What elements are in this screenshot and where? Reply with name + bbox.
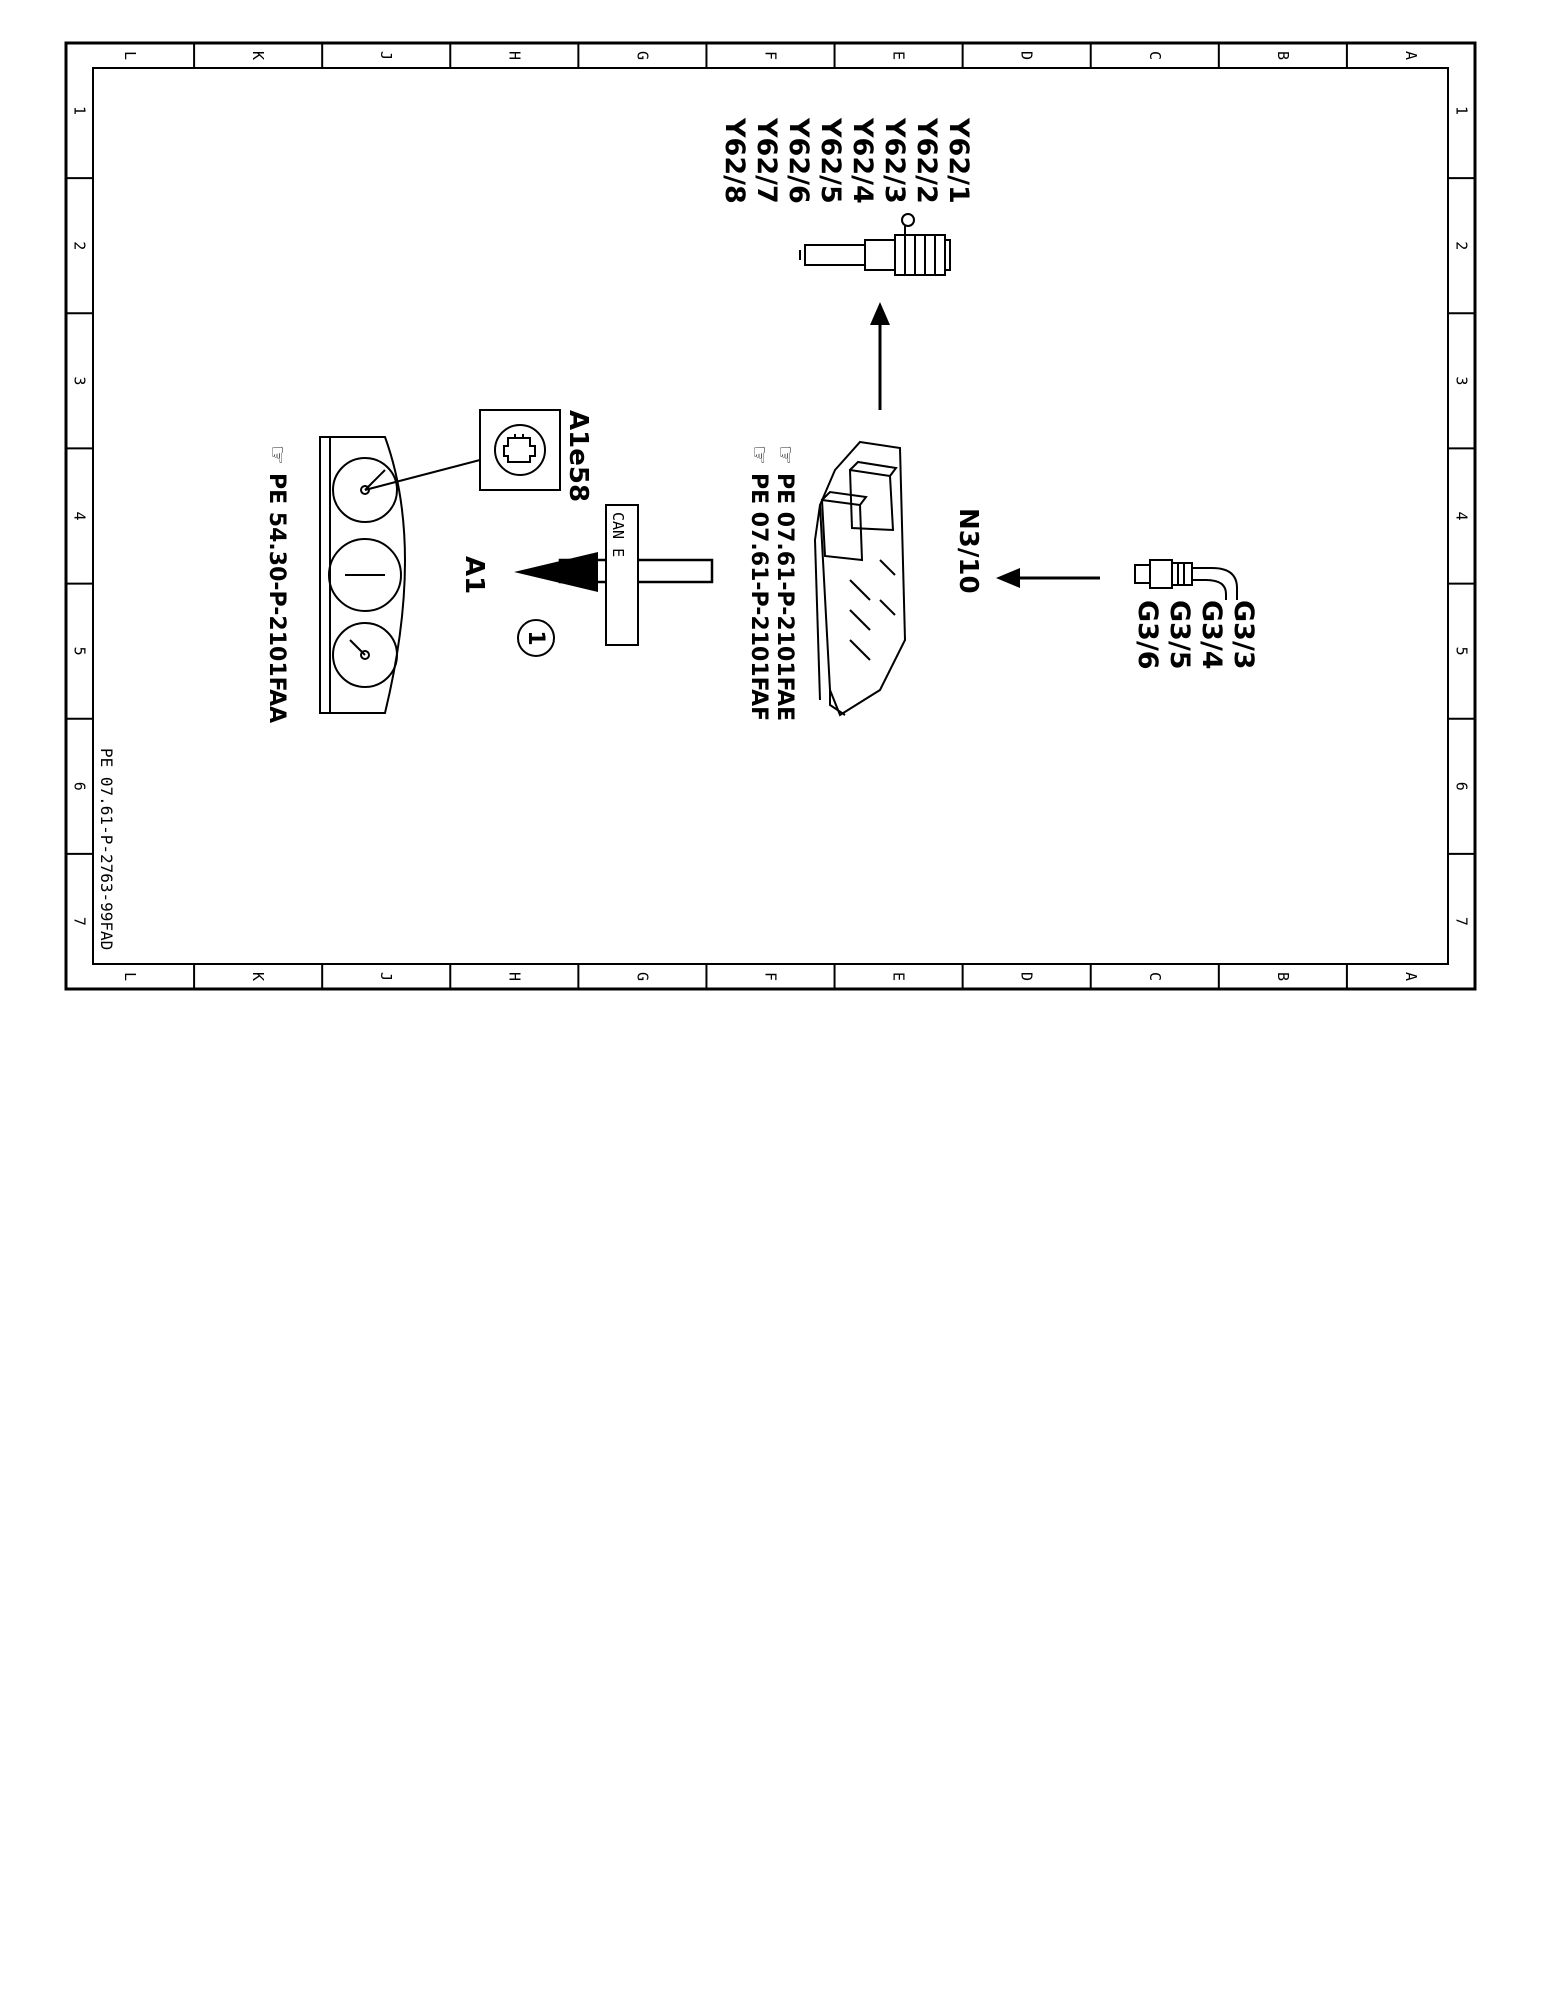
oxygen-sensor-label: G3/5: [1164, 600, 1195, 670]
row-label: 5: [71, 647, 89, 656]
row-label: 5: [1453, 647, 1471, 656]
row-label: 6: [71, 782, 89, 791]
can-bus-label: CAN E: [609, 512, 627, 557]
ecu-reference-1-text: PE 07.61-P-2101FAE: [772, 473, 797, 721]
ecu-reference-2-text: PE 07.61-P-2101FAF: [746, 473, 771, 721]
grid-ticks: [66, 43, 1475, 989]
injector-label: Y62/5: [815, 117, 846, 204]
ecu-reference-2: ☞ PE 07.61-P-2101FAF: [746, 445, 771, 721]
oxygen-sensor-label: G3/6: [1132, 600, 1163, 670]
cluster-reference: ☞ PE 54.30-P-2101FAA: [264, 445, 289, 723]
column-label: D: [1018, 972, 1036, 981]
hand-pointer-icon: ☞: [746, 445, 771, 465]
row-label: 3: [1453, 376, 1471, 385]
hand-pointer-icon: ☞: [772, 445, 797, 465]
column-label: E: [890, 972, 908, 981]
can-bus-label-box: CAN E: [605, 504, 639, 646]
column-label: J: [377, 972, 395, 981]
column-label: D: [1018, 51, 1036, 60]
cluster-label: A1: [459, 556, 489, 594]
column-label: E: [890, 51, 908, 60]
column-label: H: [505, 51, 523, 60]
column-label: J: [377, 51, 395, 60]
warning-lamp-label: A1e58: [563, 410, 593, 502]
arrow-to-ecu: [996, 568, 1100, 588]
arrow-to-injector: [870, 302, 890, 410]
row-label: 4: [1453, 511, 1471, 520]
row-label: 2: [1453, 241, 1471, 250]
ecu-icon: [813, 440, 907, 717]
ecu-reference-1: ☞ PE 07.61-P-2101FAE: [772, 445, 797, 721]
column-label: B: [1274, 972, 1292, 981]
row-label: 2: [71, 241, 89, 250]
column-label: H: [505, 972, 523, 981]
oxygen-sensor-label: G3/3: [1228, 600, 1259, 670]
column-label: L: [121, 972, 139, 981]
column-label: F: [762, 51, 780, 60]
column-label: K: [249, 972, 267, 981]
column-label: B: [1274, 51, 1292, 60]
instrument-cluster-icon: [319, 436, 406, 714]
row-label: 1: [71, 106, 89, 115]
bus-marker: 1: [517, 619, 555, 657]
column-label: A: [1402, 972, 1420, 981]
cluster-reference-text: PE 54.30-P-2101FAA: [264, 473, 289, 723]
document-number: PE 07.61-P-2763-99FAD: [97, 748, 116, 950]
column-label: A: [1402, 51, 1420, 60]
warning-lamp-box: [364, 409, 561, 491]
ecu-label: N3/10: [953, 508, 983, 594]
injector-label: Y62/6: [783, 117, 814, 204]
outer-frame: [64, 41, 1477, 991]
injector-label: Y62/4: [847, 117, 878, 204]
column-label: C: [1146, 51, 1164, 60]
oxygen-sensor-labels: G3/3 G3/4 G3/5 G3/6: [1132, 600, 1259, 670]
row-label: 4: [71, 511, 89, 520]
injector-icon: [799, 213, 951, 276]
injector-label: Y62/3: [879, 117, 910, 204]
oxygen-sensor-label: G3/4: [1196, 600, 1227, 670]
injector-label: Y62/1: [943, 117, 974, 204]
row-label: 3: [71, 376, 89, 385]
oxygen-sensor-icon: [1134, 559, 1238, 600]
injector-label: Y62/7: [751, 117, 782, 204]
column-label: F: [762, 972, 780, 981]
row-label: 7: [71, 917, 89, 926]
check-engine-icon: [503, 434, 536, 463]
row-label: 7: [1453, 917, 1471, 926]
column-label: G: [633, 972, 651, 981]
hand-pointer-icon: ☞: [264, 445, 289, 465]
row-label: 1: [1453, 106, 1471, 115]
injector-label: Y62/2: [911, 117, 942, 204]
column-label: G: [633, 51, 651, 60]
column-label: C: [1146, 972, 1164, 981]
column-label: L: [121, 51, 139, 60]
column-label: K: [249, 51, 267, 60]
row-label: 6: [1453, 782, 1471, 791]
injector-label: Y62/8: [719, 117, 750, 204]
inner-border: [92, 67, 1449, 965]
bus-marker-number: 1: [523, 630, 548, 645]
